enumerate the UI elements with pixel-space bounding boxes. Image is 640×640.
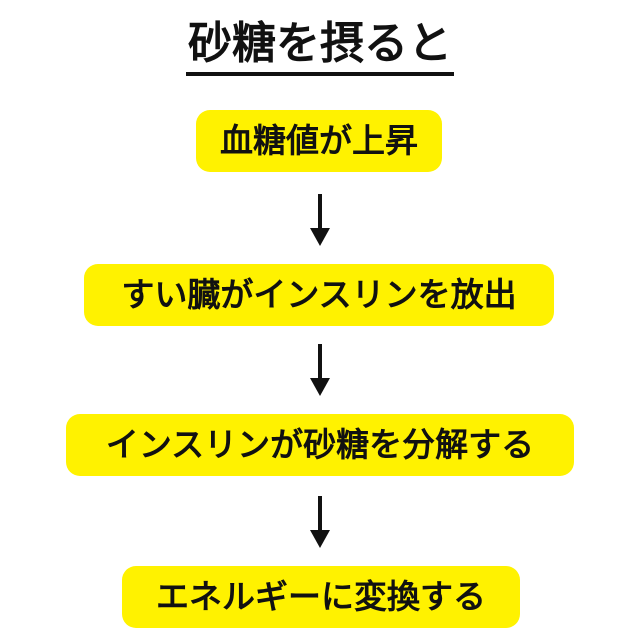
diagram-title: 砂糖を摂ると	[0, 14, 640, 76]
flow-step-blood-sugar-rise: 血糖値が上昇	[196, 110, 442, 172]
diagram-title-text: 砂糖を摂ると	[186, 16, 454, 76]
down-arrow-icon	[310, 496, 330, 548]
flow-step-converted-to-energy: エネルギーに変換する	[122, 566, 520, 628]
down-arrow-icon	[310, 194, 330, 246]
flow-step-pancreas-releases-insulin: すい臓がインスリンを放出	[84, 264, 554, 326]
down-arrow-icon	[310, 344, 330, 396]
flow-step-insulin-breaks-down-sugar: インスリンが砂糖を分解する	[66, 414, 574, 476]
